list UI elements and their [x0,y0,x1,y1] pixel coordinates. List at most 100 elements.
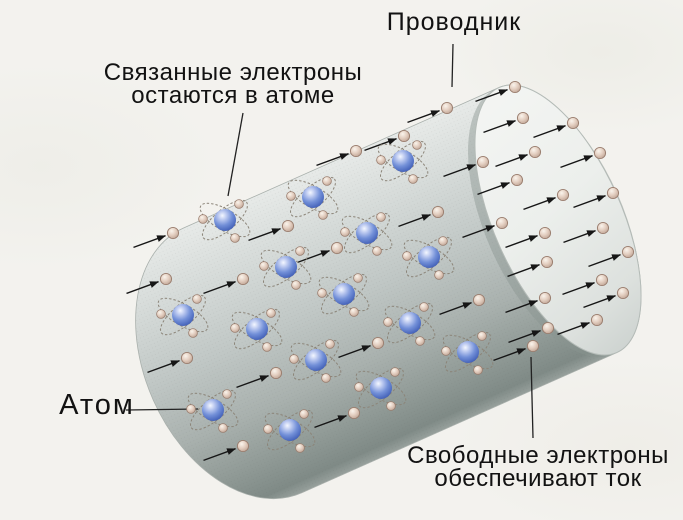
free-electron [281,219,295,233]
current-direction-arrow [483,120,516,134]
current-direction-arrow [133,235,166,249]
bound-electron [198,214,208,224]
free-electron [236,272,250,286]
free-electron [538,226,552,240]
free-electron [540,255,554,269]
bound-electron [230,323,240,333]
current-direction-arrow [297,250,330,264]
current-direction-arrow [203,448,236,462]
atom-nucleus [302,186,324,208]
atom-nucleus [356,222,378,244]
current-direction-arrow [443,164,476,178]
bound-electron [419,302,429,312]
free-electron [526,339,540,353]
free-electron [510,173,524,187]
current-direction-arrow [398,214,431,228]
bound-electron [386,401,396,411]
atom-nucleus [418,246,440,268]
bound-electron [353,273,363,283]
bound-electron [321,373,331,383]
free-electron [371,336,385,350]
free-electron [440,101,454,115]
bound-electron [415,336,425,346]
bound-electron [299,409,309,419]
current-direction-arrow [477,182,510,196]
atom [441,331,494,375]
bound-electron [372,246,382,256]
atom [317,273,370,317]
atom [263,409,316,453]
bound-electron [322,176,332,186]
atom-nucleus [246,318,268,340]
current-direction-arrow [557,322,590,336]
atom [186,389,239,433]
free-electron [621,245,635,259]
current-direction-arrow [439,302,472,316]
free-electron [330,241,344,255]
bound-electron [349,307,359,317]
free-electron [236,439,250,453]
current-direction-arrow [316,153,349,167]
free-electron [593,146,607,160]
free-electron [495,216,509,230]
leader-line [451,43,454,88]
bound-electron [441,346,451,356]
free-electron [595,273,609,287]
current-direction-arrow [248,228,281,242]
bound-electron [402,251,412,261]
atom-nucleus [279,419,301,441]
bound-electron [295,246,305,256]
current-direction-arrow [505,300,538,314]
current-direction-arrow [236,375,269,389]
current-direction-arrow [364,138,397,152]
free-electron [538,291,552,305]
atom-nucleus [457,341,479,363]
bound-electron [295,443,305,453]
bound-electron [390,367,400,377]
label-free-electrons-line1: Свободные электроны [407,442,669,469]
bound-electron [477,331,487,341]
free-electron [472,293,486,307]
current-direction-arrow [508,330,541,344]
bound-electron [412,140,422,150]
free-electron [596,221,610,235]
free-electron [269,366,283,380]
label-atom: Атом [59,389,135,421]
free-electron [566,116,580,130]
current-direction-arrow [462,225,495,239]
bound-electron [376,155,386,165]
atom-nucleus [370,377,392,399]
current-direction-arrow [533,125,566,139]
current-direction-arrow [560,155,593,169]
label-bound-electrons-line2: остаются в атоме [131,82,335,109]
current-direction-arrow [523,197,556,211]
label-free-electrons: Свободные электроны обеспечивают ток [407,442,669,491]
current-direction-arrow [147,360,180,374]
bound-electron [325,339,335,349]
bound-electron [259,261,269,271]
current-direction-arrow [505,235,538,249]
free-electron [516,111,530,125]
free-electron [347,406,361,420]
bound-electron [318,210,328,220]
current-direction-arrow [475,89,508,103]
atom-nucleus [275,256,297,278]
atom-nucleus [305,349,327,371]
bound-electron [262,342,272,352]
current-direction-arrow [493,348,526,362]
bound-electron [234,199,244,209]
bound-electron [286,191,296,201]
free-electron [541,321,555,335]
current-direction-arrow [588,254,621,268]
atom-nucleus [172,304,194,326]
current-direction-arrow [563,230,596,244]
free-electron [159,272,173,286]
bound-electron [434,270,444,280]
atom-nucleus [333,283,355,305]
atom-nucleus [399,312,421,334]
leader-line [530,356,534,439]
atom-nucleus [214,209,236,231]
bound-electron [186,404,196,414]
